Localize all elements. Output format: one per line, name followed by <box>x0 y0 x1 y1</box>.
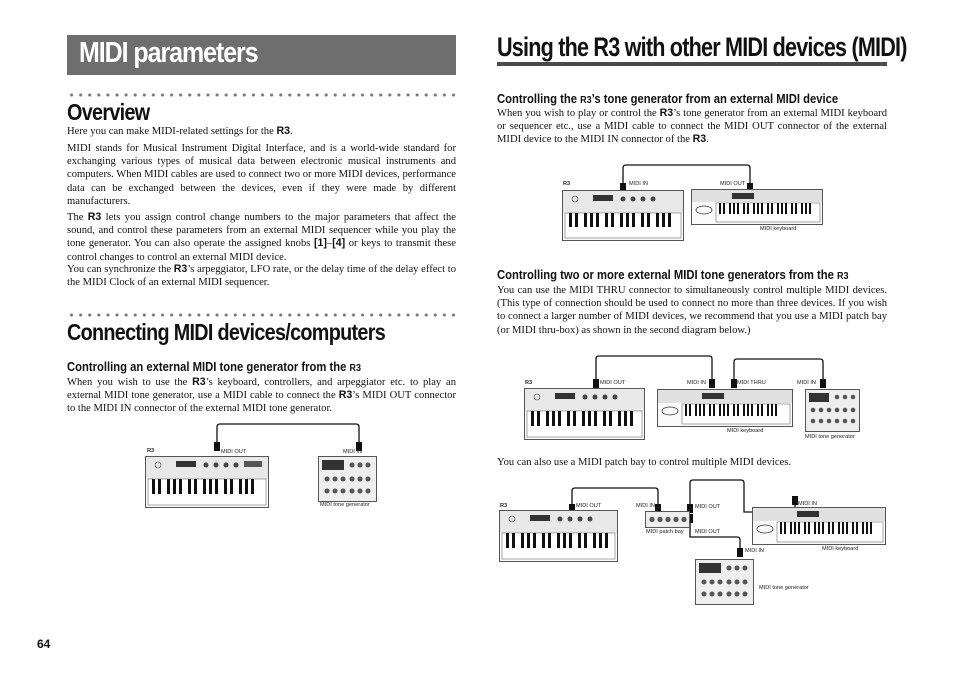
overview-cc-paragraph: The R3 lets you assign control change nu… <box>67 211 456 264</box>
midi-out-label: MIDI OUT <box>221 449 247 455</box>
midi-keyboard-image <box>657 389 793 427</box>
dotted-divider <box>67 313 456 317</box>
text-span: When you wish to play or control the <box>497 108 660 119</box>
text-span: ’s arpeggiator, LFO rate, or the delay t… <box>67 264 456 289</box>
tone-generator-image <box>805 389 860 432</box>
midi-keyboard-image <box>691 189 823 225</box>
patch-bay-in-label: MIDI IN <box>636 503 655 509</box>
product-name: R3 <box>173 263 188 275</box>
page-title: MIDI parameters <box>79 37 259 69</box>
text-span: – <box>326 238 333 250</box>
connecting-subheading: Controlling an external MIDI tone genera… <box>67 360 361 374</box>
midi-in-label: MIDI IN <box>797 380 816 386</box>
product-name: R3 <box>692 133 707 146</box>
tone-generator-label: MIDI tone generator <box>805 434 855 440</box>
sec1-paragraph: When you wish to play or control the R3’… <box>497 107 887 147</box>
patch-bay-paragraph: You can also use a MIDI patch bay to con… <box>497 457 792 468</box>
overview-intro: Here you can make MIDI-related settings … <box>67 125 456 138</box>
tone-generator-image <box>318 456 377 502</box>
text-span: Controlling the <box>497 92 581 106</box>
tone-generator-image <box>695 559 754 605</box>
product-name: R3 <box>837 271 849 282</box>
tone-generator-label: MIDI tone generator <box>759 585 809 591</box>
midi-keyboard-label: MIDI keyboard <box>822 546 859 552</box>
r3-label: R3 <box>500 503 508 509</box>
product-name: R3 <box>338 389 353 402</box>
patch-bay-image <box>645 511 690 528</box>
overview-sync-paragraph: You can synchronize the R3’s arpeggiator… <box>67 263 456 289</box>
text-span: ’s keyboard, controllers, and arpeggiato… <box>67 377 456 402</box>
sec1-heading: Controlling the R3’s tone generator from… <box>497 92 838 106</box>
text-span: Here you can make MIDI-related settings … <box>67 126 277 137</box>
product-name: R3 <box>276 125 290 137</box>
product-name: R3 <box>580 95 592 106</box>
text-span: ’s MIDI OUT connector to the MIDI IN con… <box>67 390 457 415</box>
text-span: When you wish to use the <box>67 377 193 388</box>
r3-synth-image <box>499 510 618 562</box>
text-span: . <box>706 134 709 146</box>
sec2-paragraph: You can use the MIDI THRU connector to s… <box>497 285 887 336</box>
midi-out-label: MIDI OUT <box>600 380 626 386</box>
midi-out-label: MIDI OUT <box>720 181 746 187</box>
midi-keyboard-label: MIDI keyboard <box>727 428 764 434</box>
sec2-heading: Controlling two or more external MIDI to… <box>497 268 849 282</box>
text-span: Controlling an external MIDI tone genera… <box>67 360 350 374</box>
keyboard-in-label: MIDI IN <box>798 501 817 507</box>
midi-out-label: MIDI OUT <box>576 503 602 509</box>
tone-generator-label: MIDI tone generator <box>320 502 370 508</box>
text-span: The <box>67 212 88 223</box>
patch-bay-out-label: MIDI OUT <box>695 529 721 535</box>
product-name: R3 <box>659 107 674 119</box>
page-title-bar: MIDI parameters <box>67 35 456 75</box>
knob-label: [1] <box>313 237 327 250</box>
page-number: 64 <box>37 637 51 651</box>
text-span: ’s tone generator from an external MIDI … <box>591 92 839 106</box>
overview-midi-paragraph: MIDI stands for Musical Instrument Digit… <box>67 143 456 207</box>
overview-heading: Overview <box>67 99 150 125</box>
midi-thru-label: MIDI THRU <box>737 380 766 386</box>
r3-synth-image <box>145 456 269 508</box>
connecting-paragraph: When you wish to use the R3’s keyboard, … <box>67 376 456 416</box>
product-name: R3 <box>349 363 362 374</box>
dotted-divider <box>67 93 456 97</box>
midi-in-label: MIDI IN <box>629 181 648 187</box>
patch-bay-label: MIDI patch bay <box>646 529 684 535</box>
midi-keyboard-label: MIDI keyboard <box>760 226 797 232</box>
text-span: You can synchronize the <box>67 264 174 275</box>
knob-label: [4] <box>332 237 346 250</box>
product-name: R3 <box>87 211 102 223</box>
r3-label: R3 <box>525 380 533 386</box>
r3-label: R3 <box>147 448 155 454</box>
text-span: Controlling two or more external MIDI to… <box>497 268 838 282</box>
text-span: lets you assign control change numbers t… <box>67 212 456 250</box>
connecting-heading: Connecting MIDI devices/computers <box>67 319 386 345</box>
r3-synth-image <box>524 388 645 440</box>
tone-generator-in-label: MIDI IN <box>745 548 764 554</box>
text-span: . <box>290 126 293 137</box>
midi-in-label: MIDI IN <box>343 449 362 455</box>
section-title: Using the R3 with other MIDI devices (MI… <box>497 32 907 62</box>
r3-label: R3 <box>563 181 571 187</box>
r3-synth-image <box>562 190 684 241</box>
text-span: or keys to transmit these control change… <box>67 238 456 263</box>
patch-bay-out-label: MIDI OUT <box>695 504 721 510</box>
midi-in-label: MIDI IN <box>687 380 706 386</box>
midi-keyboard-image <box>752 507 886 545</box>
product-name: R3 <box>192 376 206 388</box>
title-underline <box>497 62 887 66</box>
text-span: ’s tone generator from an external MIDI … <box>497 108 887 146</box>
